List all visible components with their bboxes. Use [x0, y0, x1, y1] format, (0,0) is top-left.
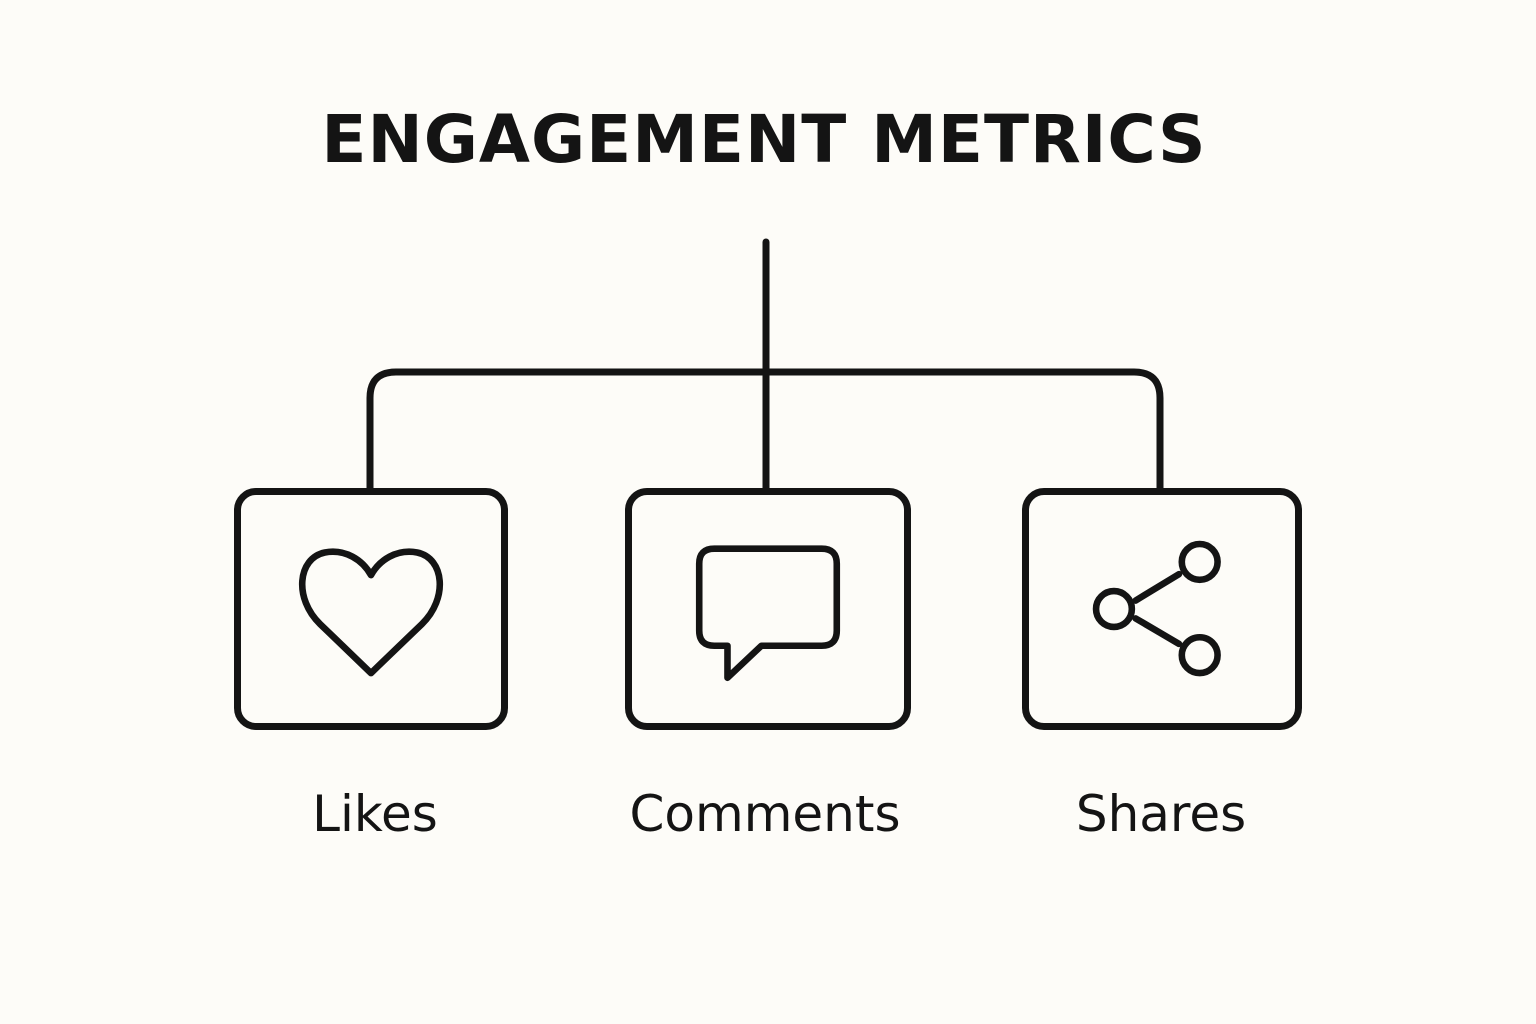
- diagram-title: ENGAGEMENT METRICS: [321, 101, 1207, 178]
- heart-icon: [298, 548, 444, 677]
- node-comments: [625, 488, 911, 730]
- speech-bubble-icon: [695, 545, 841, 682]
- branch-line: [366, 368, 1164, 488]
- share-icon: [1092, 540, 1221, 677]
- node-label-likes: Likes: [312, 785, 438, 843]
- node-shares: [1022, 488, 1302, 730]
- node-likes: [234, 488, 508, 730]
- node-label-comments: Comments: [629, 785, 901, 843]
- node-label-shares: Shares: [1075, 785, 1247, 843]
